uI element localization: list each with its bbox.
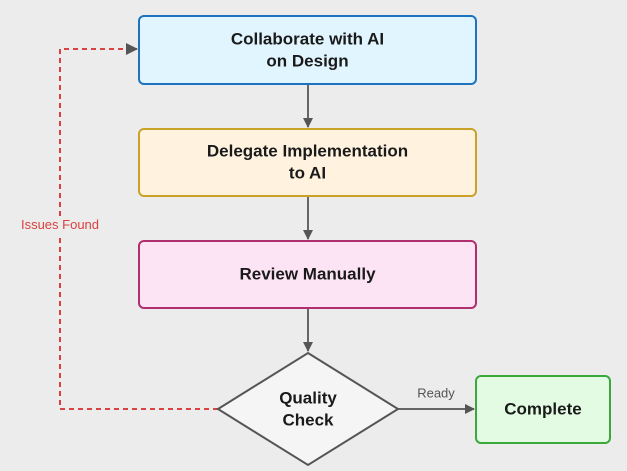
node-review-manually[interactable]: Review Manually [138, 240, 477, 309]
node-review-line1: Review Manually [239, 264, 376, 283]
node-delegate-line1: Delegate Implementation [207, 141, 408, 160]
node-delegate-line2: to AI [289, 163, 326, 182]
node-quality-line2: Check [282, 410, 334, 429]
issues-found-label: Issues Found [21, 217, 99, 232]
node-collaborate-line1: Collaborate with AI [231, 29, 384, 48]
node-complete-box [475, 375, 611, 444]
node-review-box [138, 240, 477, 309]
node-quality-diamond [216, 351, 400, 467]
issues-label-background [20, 217, 102, 234]
node-collaborate-line2: on Design [266, 51, 348, 70]
node-quality-check[interactable]: Quality Check [216, 351, 400, 467]
node-collaborate-box [138, 15, 477, 85]
node-complete-line1: Complete [504, 399, 581, 418]
ready-label: Ready [417, 385, 455, 400]
node-quality-line1: Quality [279, 388, 337, 407]
node-delegate-implementation[interactable]: Delegate Implementation to AI [138, 128, 477, 197]
node-collaborate-with-ai[interactable]: Collaborate with AI on Design [138, 15, 477, 85]
node-delegate-box [138, 128, 477, 197]
node-complete[interactable]: Complete [475, 375, 611, 444]
